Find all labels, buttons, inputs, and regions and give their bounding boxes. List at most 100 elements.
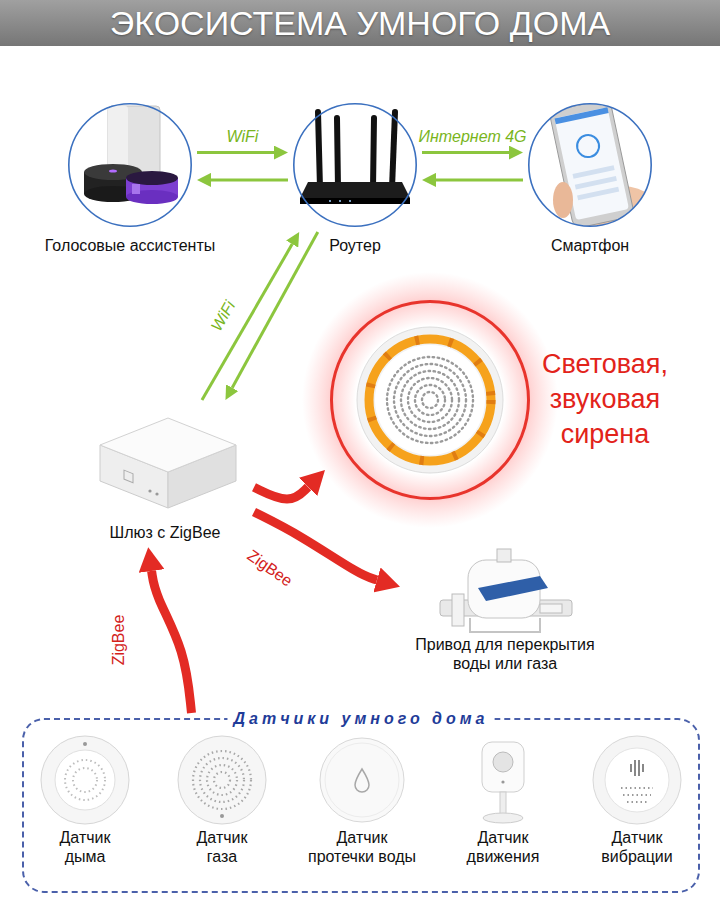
sensor-grille [214, 772, 230, 788]
wifi-arrow [422, 151, 509, 154]
circle-outline [528, 103, 652, 227]
router-antenna [392, 112, 395, 188]
motion-stand [500, 792, 506, 814]
circle-outline [293, 103, 417, 227]
speaker-puck [126, 171, 178, 185]
node-label: Шлюз с ZigBee [81, 523, 249, 542]
vibration-sensor-picture [593, 736, 681, 824]
siren-grille [422, 392, 438, 408]
sensor-grille [623, 794, 651, 796]
wifi-arrow [197, 151, 274, 154]
node-label: Датчик протечки воды [307, 828, 418, 866]
device-circle: Голосовые ассистенты [68, 103, 192, 227]
zigbee-arrow [152, 571, 192, 713]
sensor-dome [605, 748, 669, 812]
sensor-grille [621, 787, 653, 789]
circle-outline [68, 103, 192, 227]
drop-icon [355, 769, 369, 792]
phone-row [577, 187, 619, 201]
vibration-icon [638, 760, 640, 776]
phone-icon [575, 133, 601, 159]
siren-grille [408, 378, 452, 422]
sensor-node: Датчик протечки воды [302, 728, 422, 866]
valve-connector [540, 604, 562, 613]
node-label: Датчик дыма [59, 828, 112, 866]
phone-picture [549, 99, 664, 258]
vibration-icon [630, 764, 632, 772]
sensor-group: Датчики умного домаДатчик дымаДатчик газ… [22, 718, 700, 893]
router-antenna [373, 118, 374, 188]
connector-label: WiFi [205, 296, 239, 337]
motion-sensor-picture [482, 742, 524, 823]
gas-sensor-picture [178, 736, 266, 824]
gateway-button [124, 470, 133, 483]
node-label: Голосовые ассистенты [45, 236, 216, 255]
gateway-picture [100, 418, 236, 508]
circle-outline [529, 104, 651, 226]
zigbee-arrow [254, 487, 308, 499]
page-title: ЭКОСИСТЕМА УМНОГО ДОМА [0, 3, 720, 43]
siren-heading: Световая, звуковая сирена [542, 347, 668, 452]
valve-strap [478, 576, 548, 601]
router-antenna [337, 118, 338, 188]
vibration-icon [634, 760, 636, 776]
siren-housing [357, 327, 503, 473]
title-band [0, 0, 720, 46]
gateway-led [148, 489, 151, 492]
router-antenna [318, 112, 320, 188]
node-label: Датчик вибрации [600, 828, 674, 866]
sensor-node: Датчик вибрации [577, 728, 697, 866]
sensor-grille [207, 765, 237, 795]
circle-outline [332, 302, 529, 499]
sensor-disc [320, 738, 404, 822]
valve-node: Привод для перекрытия воды или газа [405, 540, 605, 673]
sensor-node: Датчик движения [443, 728, 563, 866]
circle-outline [294, 104, 416, 226]
router-led [349, 200, 351, 202]
router-body [300, 182, 410, 198]
sensor-grille [193, 751, 251, 809]
speaker-light [109, 169, 117, 172]
motion-lens [493, 752, 513, 772]
connector-label: ZigBee [242, 545, 298, 592]
sensor-grille [200, 758, 244, 802]
circle-outline [330, 300, 530, 500]
sensor-disc [55, 750, 115, 810]
circle-outline [69, 104, 191, 226]
connector-label: ZigBee [109, 613, 128, 668]
sensor-grille [65, 760, 105, 800]
phone-row [575, 176, 617, 190]
siren-ground [331, 301, 529, 499]
gateway-led [155, 492, 158, 495]
siren-grille [401, 371, 459, 429]
siren-ring [369, 339, 491, 461]
node-label: Привод для перекрытия воды или газа [413, 635, 598, 673]
gateway-node: Шлюз с ZigBee [81, 405, 249, 542]
node-label: Роутер [329, 236, 381, 255]
node-label: Датчик движения [466, 828, 541, 866]
motion-body [482, 742, 524, 792]
device-circle: Роутер [293, 103, 417, 227]
motion-base [483, 813, 523, 823]
connector-label: WiFi [225, 126, 261, 145]
speaker-shine [132, 184, 140, 194]
siren-circle: Световая, звуковая сирена [330, 300, 530, 500]
sensor-disc [325, 743, 399, 817]
connector-label: Интернет 4G [416, 126, 528, 145]
siren-picture [302, 272, 558, 528]
valve-knob [497, 549, 511, 562]
valve-clamp [470, 618, 540, 632]
wifi-arrow [436, 178, 523, 181]
siren-grille [387, 357, 473, 443]
smoke-sensor-picture [41, 736, 129, 824]
wifi-arrow [232, 232, 318, 388]
node-label: Смартфон [551, 236, 629, 255]
device-circle: Смартфон [528, 103, 652, 227]
sensor-node: Датчик газа [162, 728, 282, 866]
wifi-arrow [202, 244, 292, 400]
